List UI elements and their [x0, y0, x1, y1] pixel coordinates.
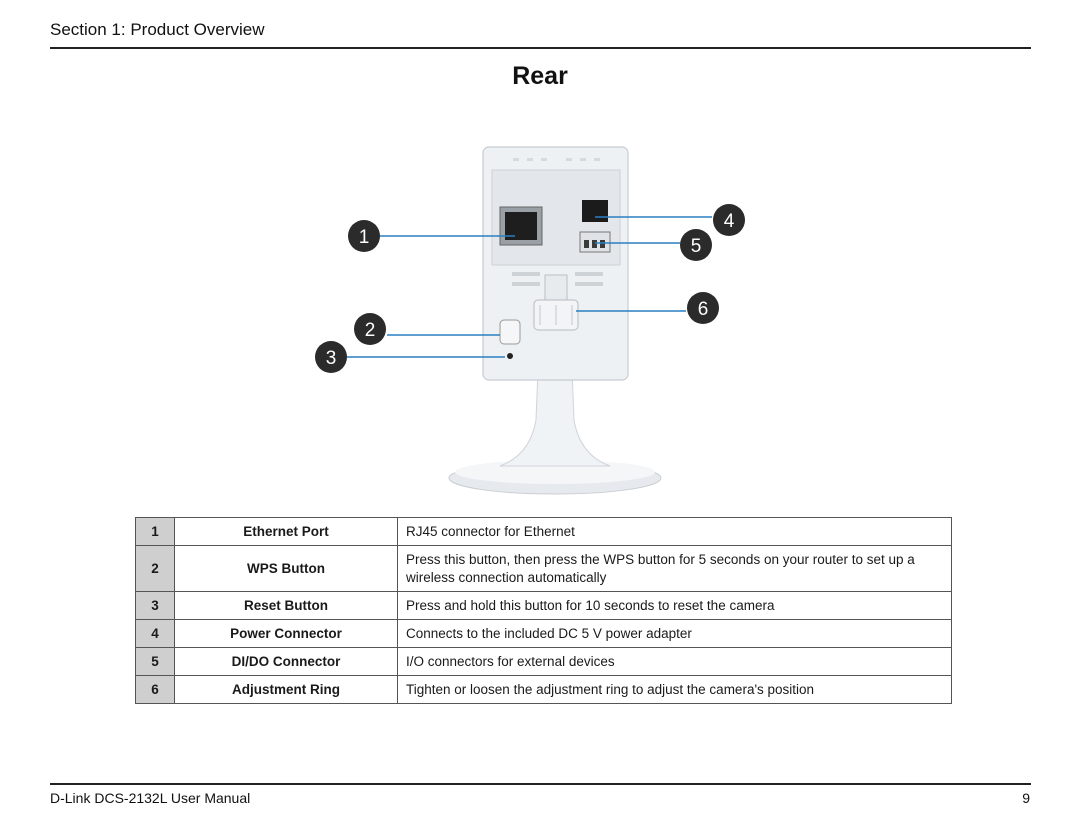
callout-3-circle: [315, 341, 347, 373]
footer-manual-title: D-Link DCS-2132L User Manual: [50, 790, 251, 806]
section-header: Section 1: Product Overview: [50, 20, 265, 39]
callout-6-circle: [687, 292, 719, 324]
callout-3: 3: [326, 348, 337, 369]
row-name: DI/DO Connector: [174, 647, 398, 676]
table-row: 2 WPS Button Press this button, then pre…: [135, 545, 952, 592]
row-number: 2: [135, 545, 175, 592]
row-description: Tighten or loosen the adjustment ring to…: [397, 675, 952, 704]
row-description: Connects to the included DC 5 V power ad…: [397, 619, 952, 648]
callout-1: 1: [359, 227, 370, 248]
table-row: 1 Ethernet Port RJ45 connector for Ether…: [135, 517, 952, 546]
row-number: 6: [135, 675, 175, 704]
row-name: Reset Button: [174, 591, 398, 620]
callout-4: 4: [724, 211, 735, 232]
callout-4-circle: [713, 204, 745, 236]
page-number: 9: [1022, 790, 1030, 806]
page-title: Rear: [512, 62, 568, 90]
row-number: 3: [135, 591, 175, 620]
camera-stand: [499, 319, 611, 467]
row-description: Press this button, then press the WPS bu…: [397, 545, 952, 592]
row-description: I/O connectors for external devices: [397, 647, 952, 676]
row-number: 1: [135, 517, 175, 546]
power-connector: [582, 200, 608, 222]
callout-2: 2: [365, 320, 376, 341]
row-number: 5: [135, 647, 175, 676]
row-name: Adjustment Ring: [174, 675, 398, 704]
callout-5: 5: [691, 236, 702, 257]
row-description: Press and hold this button for 10 second…: [397, 591, 952, 620]
component-table: 1 Ethernet Port RJ45 connector for Ether…: [135, 517, 952, 704]
reset-button: [507, 353, 513, 359]
wps-button: [499, 319, 521, 345]
row-number: 4: [135, 619, 175, 648]
header-rule: [50, 47, 1031, 49]
callout-2-circle: [354, 313, 386, 345]
row-name: WPS Button: [174, 545, 398, 592]
table-row: 5 DI/DO Connector I/O connectors for ext…: [135, 647, 952, 676]
row-name: Ethernet Port: [174, 517, 398, 546]
callout-5-circle: [680, 229, 712, 261]
table-row: 3 Reset Button Press and hold this butto…: [135, 591, 952, 620]
table-row: 6 Adjustment Ring Tighten or loosen the …: [135, 675, 952, 704]
row-name: Power Connector: [174, 619, 398, 648]
footer-rule: [50, 783, 1031, 785]
callout-6: 6: [698, 299, 709, 320]
callout-1-circle: [348, 220, 380, 252]
table-row: 4 Power Connector Connects to the includ…: [135, 619, 952, 648]
row-description: RJ45 connector for Ethernet: [397, 517, 952, 546]
